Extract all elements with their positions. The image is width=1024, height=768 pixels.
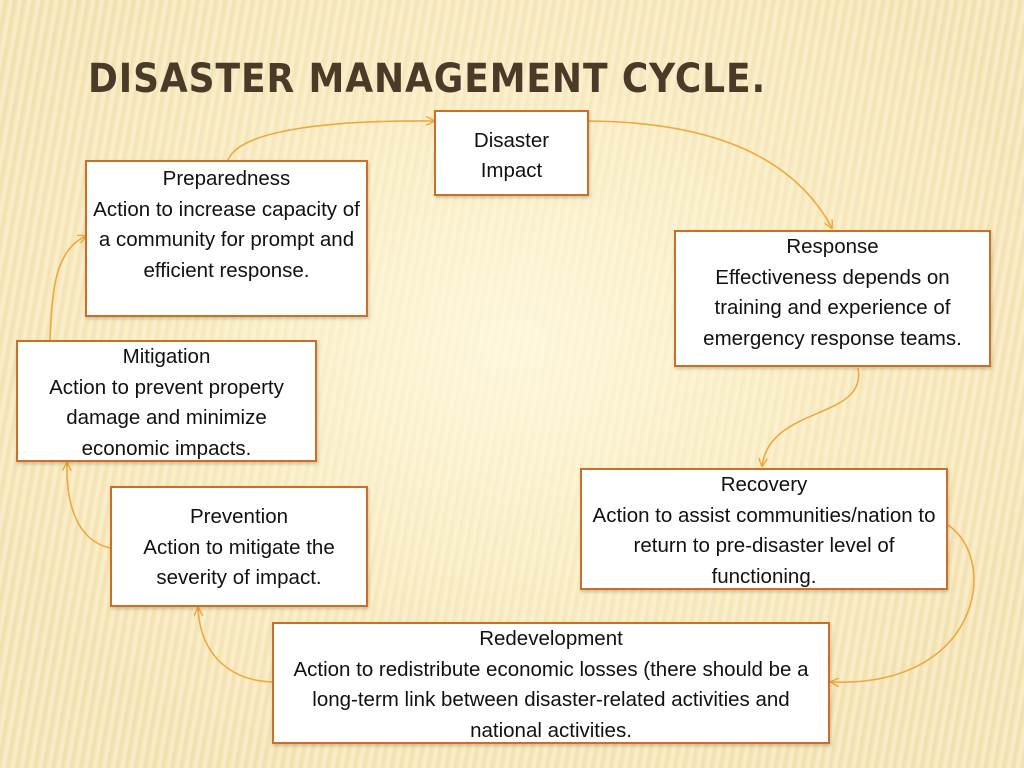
preparedness-box: Preparedness Action to increase capacity… [85, 160, 368, 317]
redevelopment-box: Redevelopment Action to redistribute eco… [272, 622, 830, 744]
recovery-heading: Recovery [720, 473, 808, 496]
disaster-impact-box: Disaster Impact [434, 110, 589, 196]
mitigation-box: Mitigation Action to prevent property da… [16, 340, 317, 462]
arrow-prevention-to-mitigation [67, 463, 111, 549]
mitigation-text: Action to prevent property damage and mi… [49, 375, 284, 460]
page-title: DISASTER MANAGEMENT CYCLE. [88, 56, 767, 102]
preparedness-heading: Preparedness [162, 167, 291, 190]
arrow-response-to-recovery [762, 367, 860, 466]
arrow-redevelopment-to-prevention [198, 608, 273, 683]
redevelopment-text: Action to redistribute economic losses (… [293, 657, 809, 742]
arrow-disaster-impact-to-response [588, 120, 832, 228]
response-box: Response Effectiveness depends on traini… [674, 230, 991, 367]
response-text: Effectiveness depends on training and ex… [703, 265, 962, 350]
disaster-impact-text: Impact [480, 159, 543, 182]
recovery-box: Recovery Action to assist communities/na… [580, 468, 948, 590]
response-heading: Response [786, 235, 879, 258]
arrow-mitigation-to-preparedness [49, 236, 86, 341]
arrow-recovery-to-redevelopment [831, 524, 975, 682]
recovery-text: Action to assist communities/nation to r… [592, 503, 936, 588]
mitigation-heading: Mitigation [122, 345, 211, 368]
arrow-preparedness-to-disaster-impact [227, 121, 434, 161]
disaster-impact-heading: Disaster [473, 129, 550, 152]
prevention-heading: Prevention [189, 505, 288, 528]
redevelopment-heading: Redevelopment [479, 627, 623, 650]
prevention-box: Prevention Action to mitigate the severi… [110, 486, 368, 607]
prevention-text: Action to mitigate the severity of impac… [143, 535, 335, 590]
preparedness-text: Action to increase capacity of a communi… [93, 197, 360, 282]
